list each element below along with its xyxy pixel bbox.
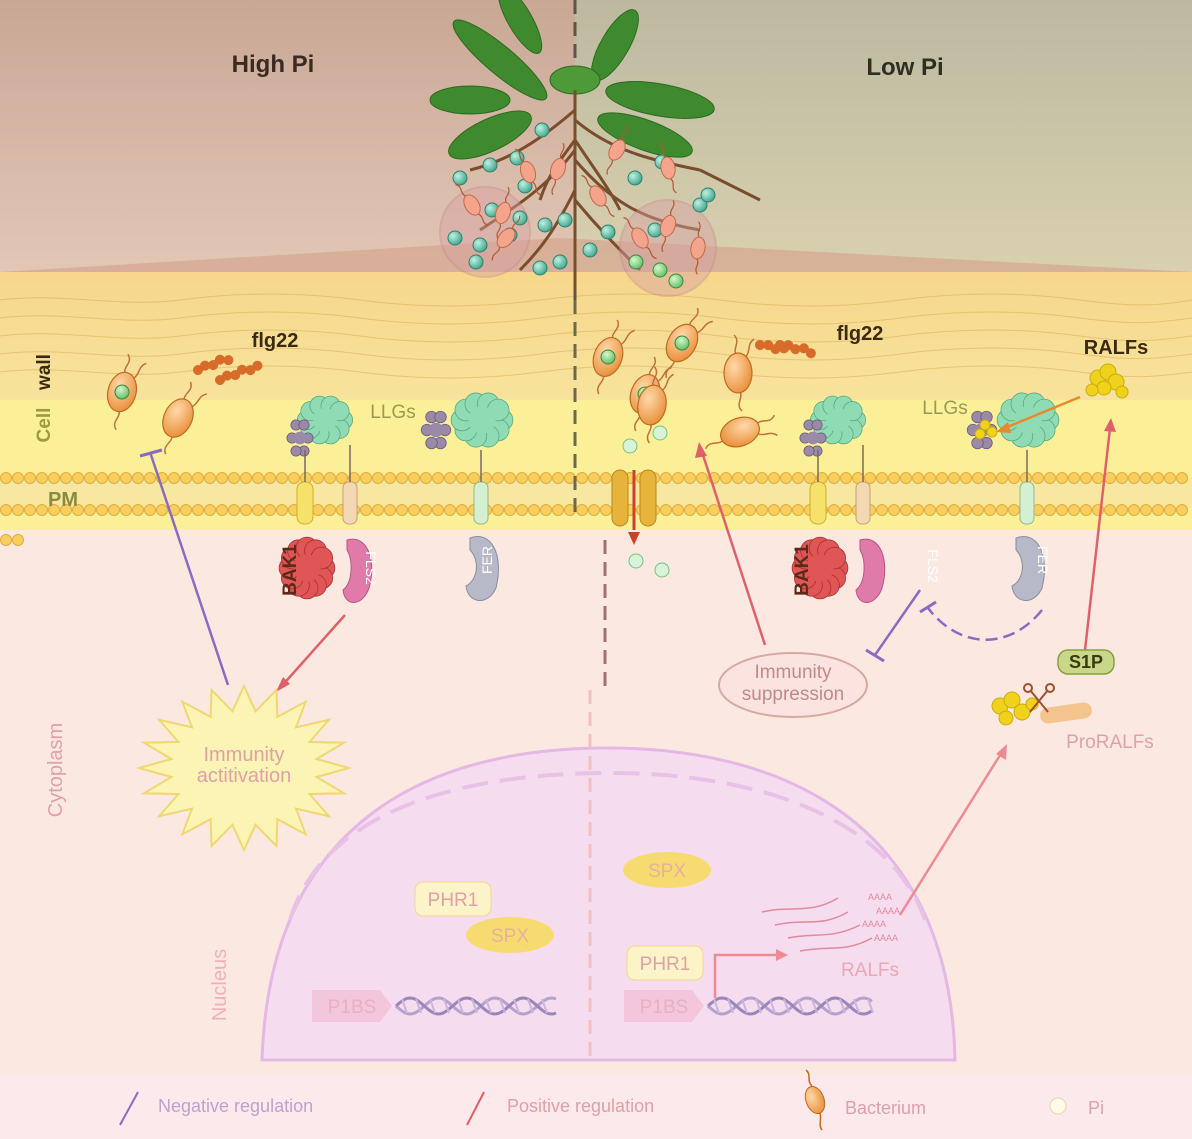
plasma-membrane: [0, 472, 1192, 546]
phr1-label-right: PHR1: [640, 954, 691, 975]
llgs-label-right: LLGs: [922, 398, 967, 419]
cytoplasm-label: Cytoplasm: [45, 723, 67, 817]
negative-regulation-arrow-left: [148, 451, 230, 686]
ralfs-peptide-cluster: [1085, 363, 1129, 399]
phr1-box-left: [414, 881, 492, 917]
positive-regulation-arrow-proralfs: [898, 751, 1004, 916]
fer-label-left: FER: [479, 546, 495, 574]
s1p-badge: [1057, 649, 1115, 675]
flg22-peptides: [193, 340, 816, 385]
immunity-suppression-label-2: suppression: [742, 684, 844, 705]
positive-regulation-arrow-immunity: [700, 451, 767, 646]
root-zoom-circle-right: [619, 199, 717, 297]
legend-positive-label: Positive regulation: [507, 1096, 654, 1116]
flg22-label-left: flg22: [252, 330, 299, 352]
fls2-label-left: FLS2: [363, 551, 379, 585]
nucleus-label: Nucleus: [209, 949, 231, 1021]
phr1-label-left: PHR1: [428, 890, 479, 911]
legend-pi-icon: [1049, 1097, 1067, 1115]
legend-positive-swatch: [466, 1091, 485, 1126]
receptor-complexes: [278, 392, 1060, 603]
low-pi-header: Low Pi: [866, 54, 943, 81]
legend-negative-swatch: [119, 1091, 139, 1126]
s1p-label: S1P: [1069, 652, 1103, 672]
positive-regulation-arrow-ralf: [1083, 427, 1112, 651]
proralfs-precursor: [991, 683, 1092, 726]
ralfs-label-top: RALFs: [1084, 337, 1148, 359]
negative-regulation-fer-fls2: [927, 607, 1043, 641]
soil-wedge: [0, 238, 1192, 272]
immunity-activation-burst: [135, 683, 353, 853]
high-pi-header: High Pi: [232, 51, 315, 78]
legend: [119, 1069, 1067, 1131]
proralfs-label: ProRALFs: [1066, 732, 1154, 753]
pm-label: PM: [48, 489, 78, 511]
cell-wall-label-1: Cell: [34, 408, 55, 443]
nuclear-envelope: [288, 770, 927, 921]
legend-pi-label: Pi: [1088, 1098, 1104, 1118]
p1bs-label-right: P1BS: [640, 997, 689, 1018]
fer-label-right: FER: [1035, 546, 1051, 574]
spx-left: [466, 917, 554, 953]
negative-regulation-arrow-fls2: [873, 589, 922, 656]
legend-negative-label: Negative regulation: [158, 1096, 313, 1116]
regulation-arrows: [139, 395, 1116, 998]
polya-label-2: AAAA: [876, 906, 900, 916]
polya-label-4: AAAA: [874, 933, 898, 943]
bak1-label-left: BAK1: [280, 544, 301, 596]
immunity-suppression-label-1: Immunity: [754, 662, 832, 683]
nucleus-components: [312, 852, 874, 1022]
fls2-label-right: FLS2: [925, 549, 941, 583]
cell-wall-bacteria: [106, 307, 778, 455]
polya-label-3: AAAA: [862, 919, 886, 929]
legend-background: [0, 1075, 1192, 1139]
spx-label-right: SPX: [648, 861, 686, 882]
ralfs-nucleus-label: RALFs: [841, 960, 899, 981]
bak1-label-right: BAK1: [792, 544, 813, 596]
legend-bacterium-icon: [804, 1069, 826, 1131]
legend-bacterium-label: Bacterium: [845, 1098, 926, 1118]
immunity-suppression-badge: [718, 652, 868, 718]
flg22-label-right: flg22: [837, 323, 884, 345]
mrna-transcripts: [761, 897, 873, 952]
polya-label-1: AAAA: [868, 892, 892, 902]
phr1-box-right: [626, 945, 704, 981]
free-pi-molecules: [622, 425, 670, 578]
positive-regulation-arrow-left: [279, 614, 346, 689]
immunity-activation-label-2: actitivation: [197, 765, 292, 787]
llgs-label-left: LLGs: [370, 402, 415, 423]
cell-wall-layer: [0, 272, 1192, 400]
p1bs-right: [624, 990, 704, 1022]
spx-label-left: SPX: [491, 926, 529, 947]
plant-illustration: [429, 0, 761, 297]
phosphate-transporter: [611, 469, 657, 545]
spx-right: [623, 852, 711, 888]
ralf-binding-arrow: [1004, 395, 1081, 430]
p1bs-label-left: P1BS: [328, 997, 377, 1018]
p1bs-left: [312, 990, 392, 1022]
immunity-activation-label-1: Immunity: [203, 744, 284, 766]
cell-wall-label-2: wall: [34, 354, 55, 391]
